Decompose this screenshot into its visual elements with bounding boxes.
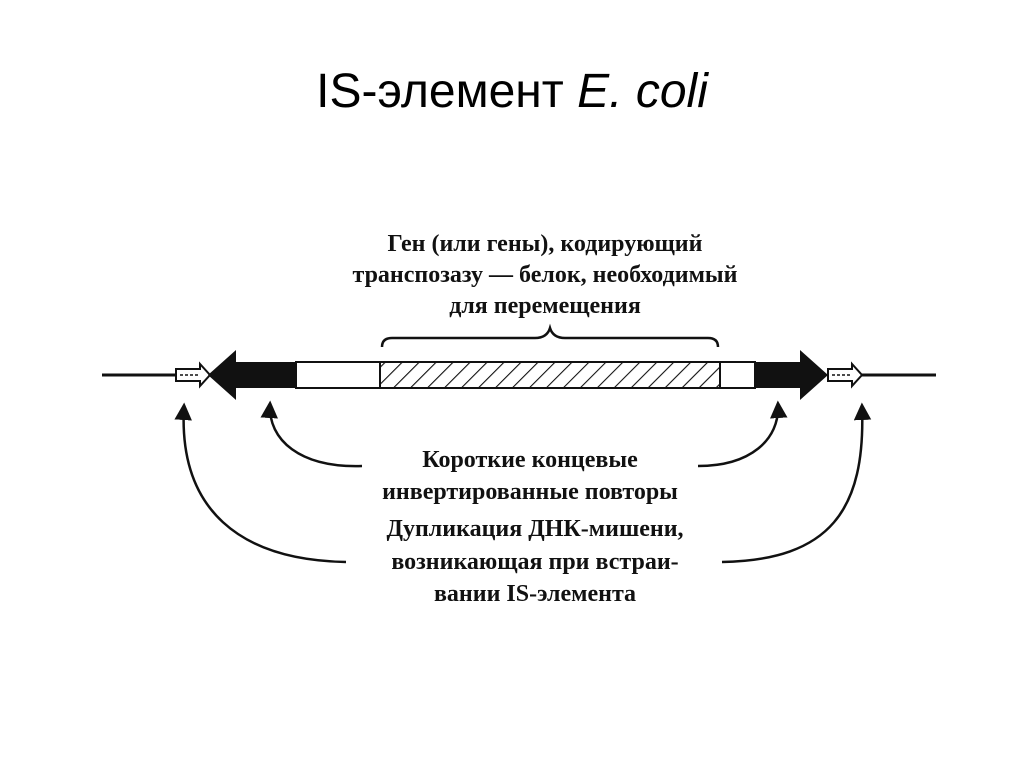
inverted-repeat-left <box>208 350 296 400</box>
repeats-label-line-2: инвертированные повторы <box>382 479 678 505</box>
transposase-gene <box>379 361 721 389</box>
duplication-pointer-left <box>174 402 347 564</box>
gene-brace <box>380 323 720 348</box>
target-duplication-right <box>827 361 864 389</box>
gene-label-line-3: для перемещения <box>449 293 641 319</box>
slide-title: IS-элемент E. coli <box>0 62 1024 122</box>
duplication-pointer-right <box>721 402 872 564</box>
target-duplication-left <box>175 361 212 389</box>
duplication-label-line-2: возникающая при встраи- <box>391 549 678 575</box>
title-main: IS-элемент <box>316 65 564 118</box>
repeats-label-line-1: Короткие концевые <box>422 447 638 473</box>
gene-label-line-1: Ген (или гены), кодирующий <box>388 231 703 257</box>
segment-left <box>295 361 381 389</box>
title-organism: E. coli <box>577 65 708 118</box>
repeats-pointer-right <box>697 400 788 468</box>
segment-right <box>719 361 756 389</box>
gene-label-line-2: транспозазу — белок, необходимый <box>353 262 738 288</box>
duplication-label-line-3: вании IS-элемента <box>434 581 636 607</box>
duplication-label-line-1: Дупликация ДНК-мишени, <box>386 516 683 542</box>
inverted-repeat-right <box>755 350 828 400</box>
repeats-pointer-left <box>260 400 363 468</box>
